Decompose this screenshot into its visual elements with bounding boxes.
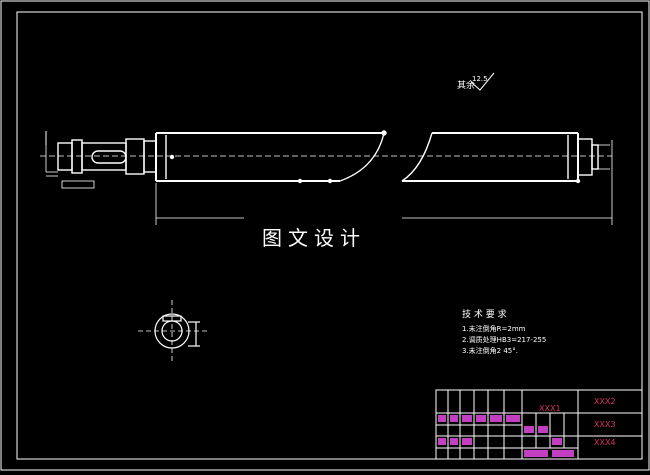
dimension-lines: [45, 140, 613, 225]
drawing-frame: [16, 11, 643, 460]
surface-finish-symbol: 其余 12.5: [457, 72, 495, 91]
surface-finish-label: 其余: [457, 79, 475, 91]
title-block: [435, 389, 643, 460]
section-view: [138, 300, 210, 362]
tech-requirement-2: 2.调质处理HB3=217-255: [462, 335, 546, 344]
tech-requirement-3: 3.未注倒角2 45°.: [462, 346, 518, 355]
title-block-field-3: XXX3: [594, 420, 616, 429]
tech-requirements-title: 技 术 要 求: [462, 308, 507, 320]
surface-finish-value: 12.5: [472, 75, 488, 83]
title-block-field-4: XXX4: [594, 438, 616, 447]
shaft-main-view: [40, 130, 612, 184]
watermark-text: 图文设计: [262, 226, 366, 250]
title-block-part-name: XXX1: [539, 404, 561, 413]
title-block-cell-marks: [438, 415, 574, 457]
watermark-background: [244, 214, 400, 254]
title-block-field-2: XXX2: [594, 397, 616, 406]
tech-requirement-1: 1.未注倒角R=2mm: [462, 324, 526, 333]
